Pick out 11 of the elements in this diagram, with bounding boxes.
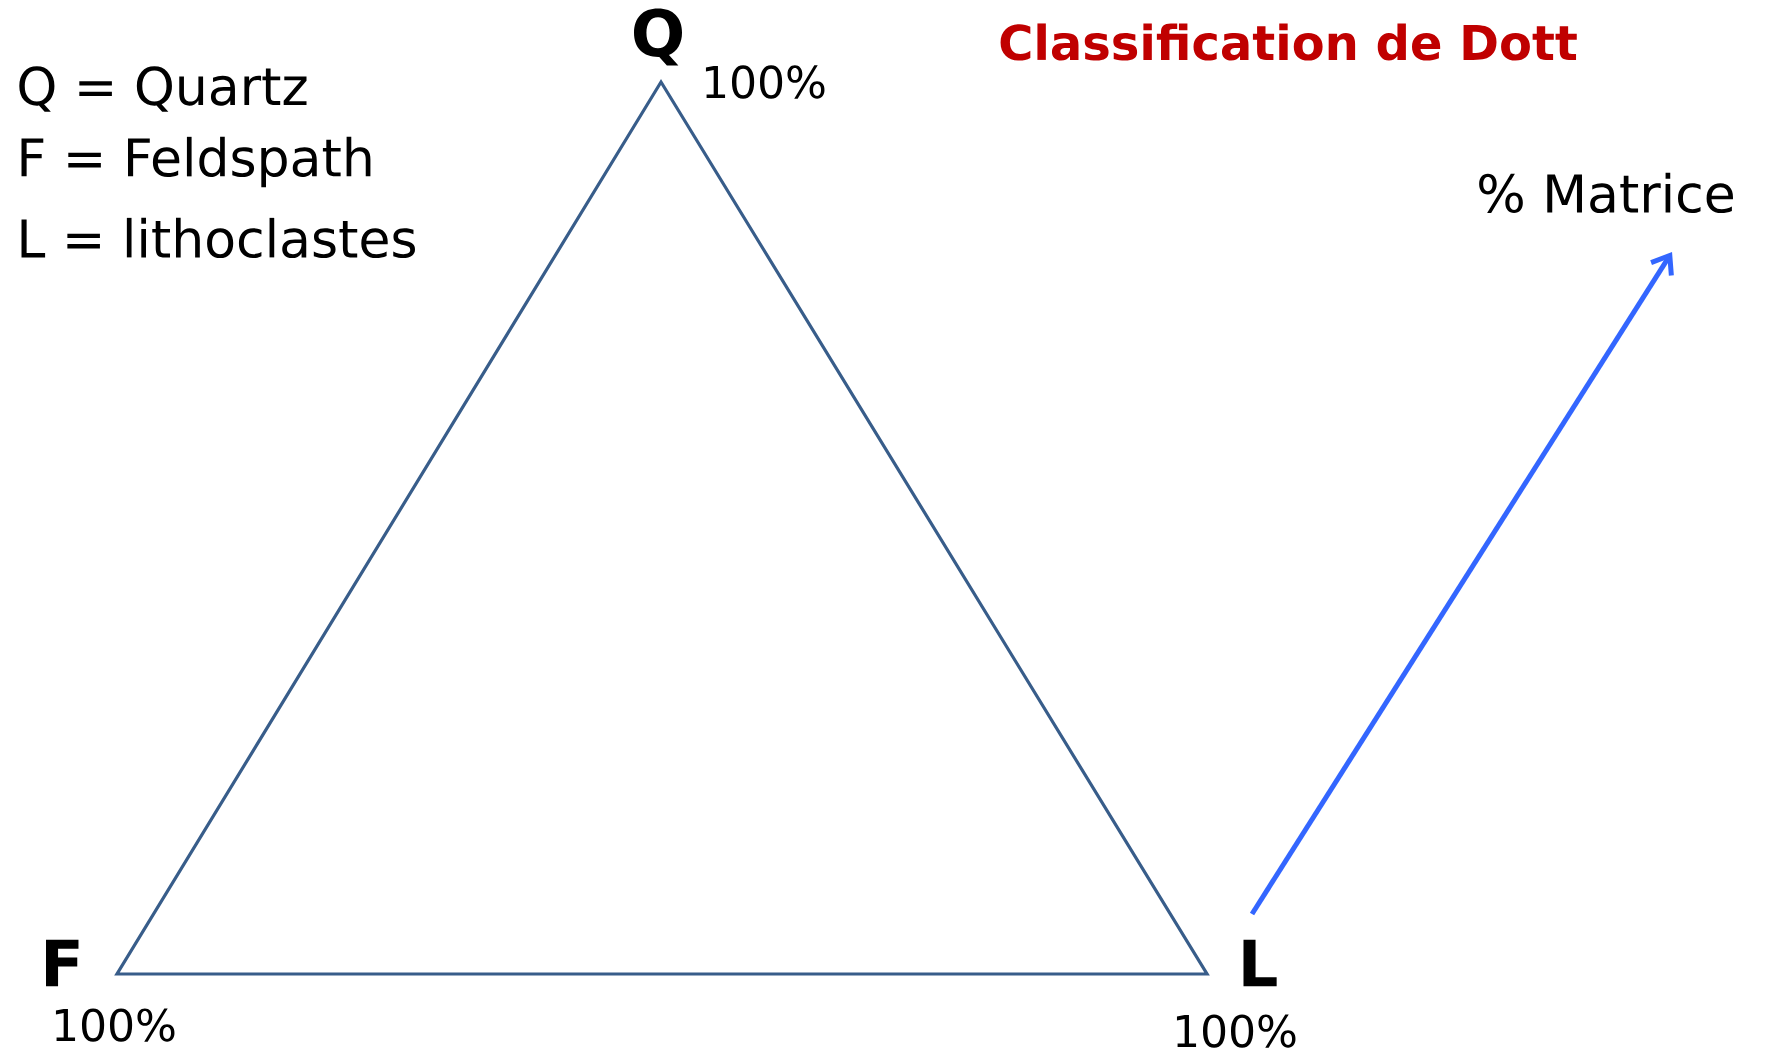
percent-label: 100% <box>1176 1014 1296 1048</box>
axis-label: % Matrice <box>1479 172 1733 214</box>
vertex-label: Q <box>634 8 682 66</box>
title: Classification de Dott <box>1000 23 1577 61</box>
legend-text: Q = Quartz <box>19 66 307 112</box>
percent-label: 100% <box>55 1008 175 1042</box>
legend-text: F = Feldspath <box>21 136 371 188</box>
percent-label: 100% <box>705 65 825 99</box>
vertex-label: F <box>46 939 79 987</box>
vertex-label: L <box>1243 939 1277 987</box>
legend-text: L = lithoclastes <box>21 217 415 259</box>
